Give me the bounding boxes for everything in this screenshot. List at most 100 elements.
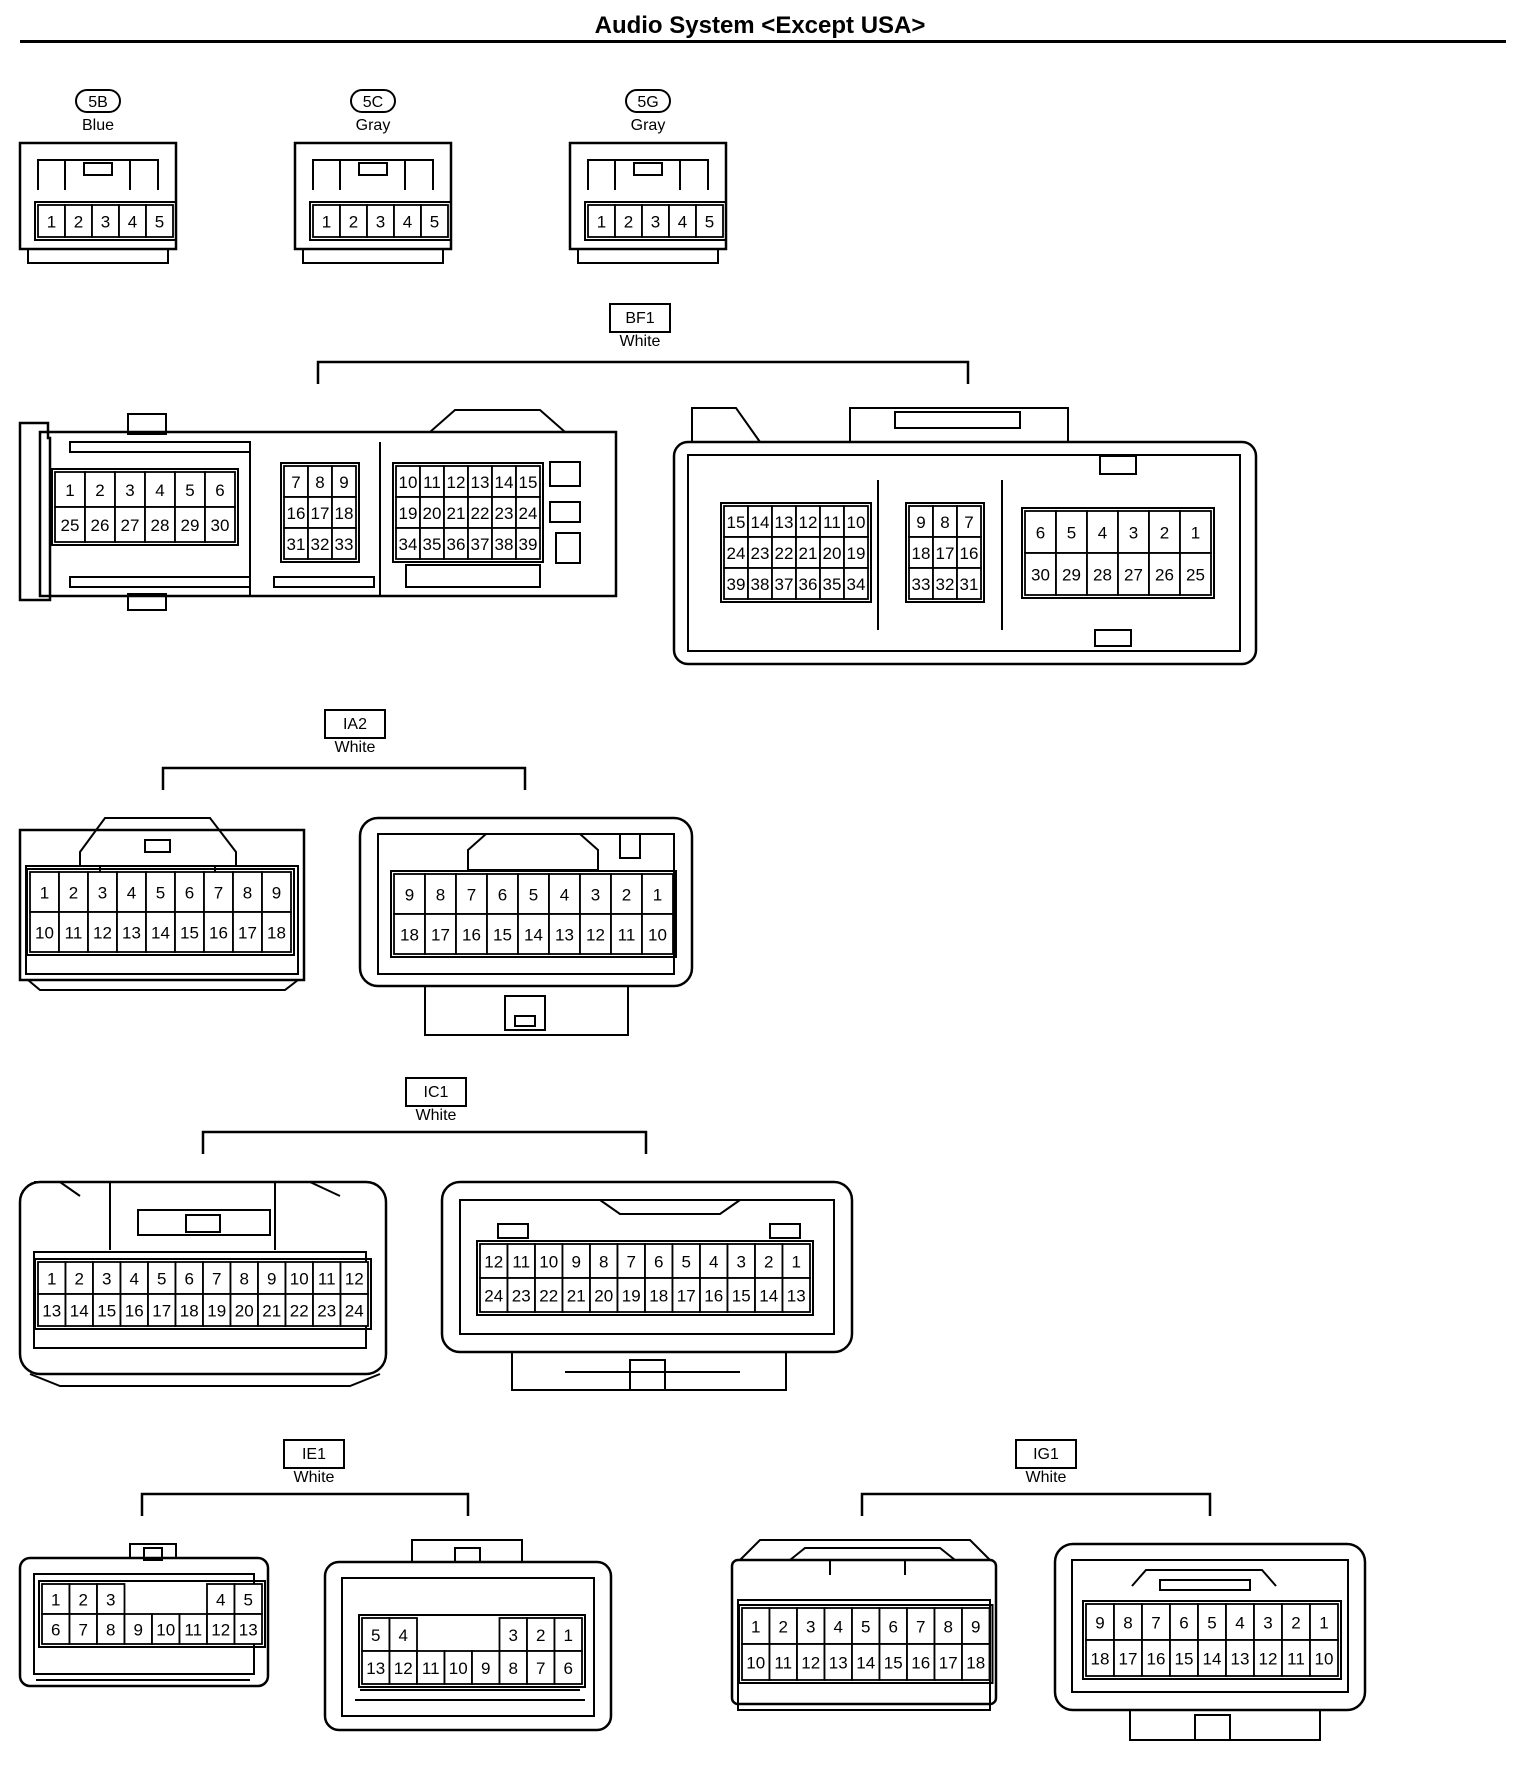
pin-number: 4 xyxy=(403,213,412,232)
housing-detail xyxy=(1194,1714,1231,1741)
pin-cell xyxy=(443,465,469,498)
latch-tab xyxy=(83,162,113,176)
housing-tab xyxy=(127,413,167,435)
connector-code-tag xyxy=(324,709,386,739)
pin-block-frame xyxy=(1082,1600,1342,1680)
pin-number: 1 xyxy=(1191,524,1200,543)
pin-number: 13 xyxy=(1231,1650,1250,1669)
housing-detail xyxy=(497,1223,529,1239)
pin-number: 17 xyxy=(1119,1650,1138,1669)
latch-inner xyxy=(339,159,406,190)
pin-number: 5 xyxy=(155,213,164,232)
pin-number: 9 xyxy=(339,473,348,492)
pin-number: 32 xyxy=(311,535,330,554)
pin-number: 1 xyxy=(1319,1614,1328,1633)
pin-number: 8 xyxy=(106,1621,115,1640)
pin-number: 9 xyxy=(971,1618,980,1637)
housing-detail xyxy=(619,833,641,859)
pin-cell xyxy=(486,913,519,955)
pin-cell xyxy=(1055,510,1088,554)
pin-cell xyxy=(1281,1603,1311,1641)
connector-code: 5G xyxy=(637,94,658,111)
pin-number: 23 xyxy=(512,1287,531,1306)
pin-number: 39 xyxy=(727,575,746,594)
pin-number: 13 xyxy=(366,1659,385,1678)
pin-block-frame xyxy=(584,201,727,241)
pin-number: 9 xyxy=(572,1253,581,1272)
pin-number: 7 xyxy=(214,884,223,903)
latch-tab xyxy=(633,162,663,176)
pin-number: 19 xyxy=(207,1302,226,1321)
pin-number: 23 xyxy=(751,544,770,563)
pin-cell xyxy=(174,911,205,953)
pin-cell xyxy=(232,911,263,953)
pin-number: 8 xyxy=(436,886,445,905)
pin-number: 24 xyxy=(345,1302,364,1321)
pin-cell xyxy=(229,1261,259,1295)
pin-number: 18 xyxy=(649,1287,668,1306)
pin-number: 12 xyxy=(1259,1650,1278,1669)
pin-cell xyxy=(116,911,147,953)
pin-cell xyxy=(781,1277,811,1313)
pin-number: 3 xyxy=(101,213,110,232)
connector-code-tag xyxy=(405,1077,467,1107)
pin-number: 5 xyxy=(1207,1614,1216,1633)
connector-code-tag xyxy=(350,89,396,113)
pin-number: 33 xyxy=(912,575,931,594)
pin-cell xyxy=(443,1650,473,1685)
pin-cell xyxy=(1055,552,1088,596)
pin-cell xyxy=(548,913,581,955)
connector-code-tag xyxy=(625,89,671,113)
pin-cell xyxy=(1179,510,1212,554)
housing-hood xyxy=(429,409,566,433)
pin-cell xyxy=(261,871,292,913)
pin-number: 27 xyxy=(121,516,140,535)
pin-number: 24 xyxy=(727,544,746,563)
pin-cell xyxy=(64,1293,94,1327)
housing-tab xyxy=(849,407,1069,443)
pin-number: 1 xyxy=(40,884,49,903)
pin-cell xyxy=(68,1613,98,1645)
pin-number: 10 xyxy=(847,513,866,532)
pin-number: 16 xyxy=(704,1287,723,1306)
housing-slot xyxy=(405,564,541,588)
pin-number: 7 xyxy=(1151,1614,1160,1633)
pin-number: 37 xyxy=(471,535,490,554)
pin-cell xyxy=(726,1277,756,1313)
pin-number: 11 xyxy=(184,1621,202,1640)
pin-number: 7 xyxy=(467,886,476,905)
pin-number: 31 xyxy=(287,535,306,554)
pin-cell xyxy=(553,1650,583,1685)
pin-number: 6 xyxy=(498,886,507,905)
pin-number: 15 xyxy=(884,1654,903,1673)
pin-cell xyxy=(261,911,292,953)
connector-housing xyxy=(730,1558,998,1706)
housing-rail xyxy=(69,576,251,588)
housing-tab xyxy=(127,593,167,611)
pin-block-frame xyxy=(34,201,177,241)
pin-number: 35 xyxy=(823,575,842,594)
housing-detail xyxy=(467,833,599,871)
pin-number: 28 xyxy=(1093,566,1112,585)
pin-number: 1 xyxy=(47,213,56,232)
connector-inner-frame xyxy=(1071,1559,1349,1693)
key-slot xyxy=(549,461,581,487)
pin-cell xyxy=(723,567,749,600)
pin-number: 9 xyxy=(481,1659,490,1678)
connector-housing xyxy=(1053,1542,1367,1712)
pin-number: 2 xyxy=(536,1626,545,1645)
pin-number: 3 xyxy=(509,1626,518,1645)
pin-cell xyxy=(174,506,206,543)
pin-cell xyxy=(206,1613,236,1645)
pin-number: 7 xyxy=(916,1618,925,1637)
pin-number: 22 xyxy=(775,544,794,563)
pin-number: 8 xyxy=(509,1659,518,1678)
pin-number: 9 xyxy=(272,884,281,903)
pin-cell xyxy=(119,1261,149,1295)
pin-number: 3 xyxy=(98,884,107,903)
